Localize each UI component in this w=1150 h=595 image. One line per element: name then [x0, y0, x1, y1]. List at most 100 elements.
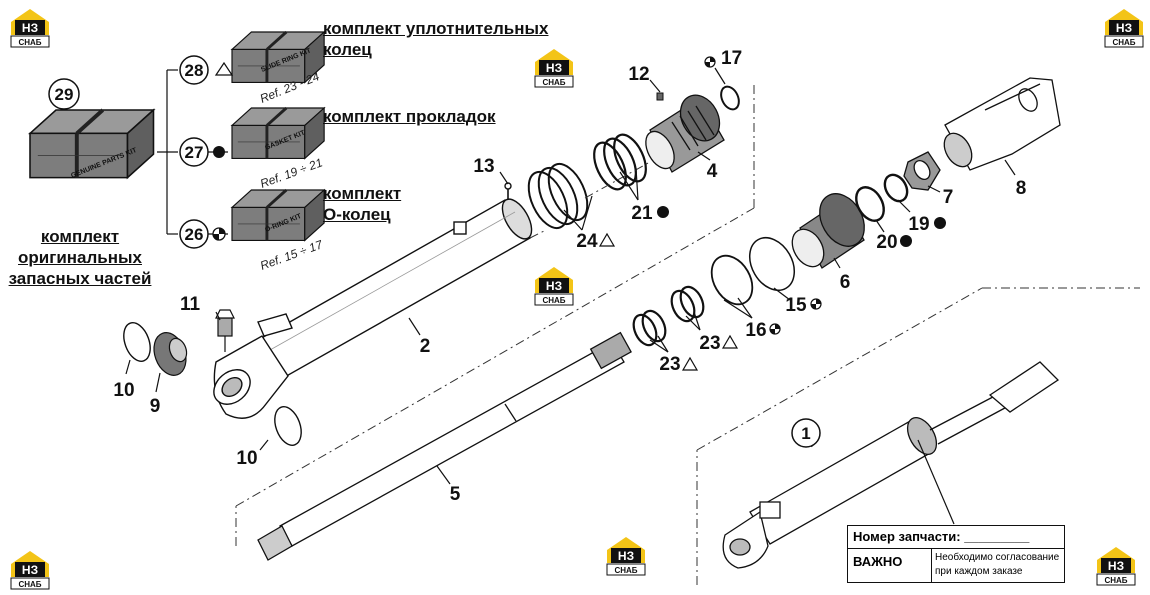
split-circle-icon: [704, 56, 716, 68]
nut-7: [903, 151, 941, 191]
bubble-27: 27: [179, 137, 209, 167]
kit-29-box: GENUINE PARTS KIT: [28, 108, 156, 180]
svg-text:НЗ: НЗ: [546, 279, 562, 293]
svg-text:СНАБ: СНАБ: [18, 580, 41, 589]
piston-rod-5: [257, 331, 632, 561]
filled-dot-icon: [657, 206, 669, 218]
label-part-9: 9: [150, 396, 161, 417]
label-part-8: 8: [1016, 178, 1027, 199]
seal-19: [883, 173, 909, 203]
kit-26-ref: Ref. 15 ÷ 17: [258, 237, 325, 273]
assembled-cylinder-frame: [696, 287, 1140, 585]
label-part-11: 11: [180, 294, 201, 315]
svg-text:СНАБ: СНАБ: [1112, 38, 1135, 47]
svg-text:26: 26: [185, 225, 204, 244]
split-circle-icon: [810, 298, 822, 310]
label-part-23a: 23: [659, 354, 680, 375]
assembled-cylinder-1: [722, 361, 1060, 569]
callout-leader: [917, 439, 955, 525]
triangle-icon: [598, 232, 616, 247]
label-part-13: 13: [473, 156, 494, 177]
label-part-2: 2: [420, 336, 431, 357]
kit-27-label: комплект прокладок: [323, 107, 496, 126]
bubble-26: 26: [179, 219, 209, 249]
piston-6: [791, 193, 865, 269]
label-part-19: 19: [908, 214, 929, 235]
svg-text:СНАБ: СНАБ: [614, 566, 637, 575]
triangle-icon: [214, 61, 234, 76]
bubble-28: 28: [179, 55, 209, 85]
label-part-5: 5: [450, 484, 461, 505]
label-part-12: 12: [628, 64, 649, 85]
kit-28-box: SLIDE RING KIT Ref. 23 - 24: [230, 30, 326, 106]
triangle-icon: [721, 334, 739, 349]
seal-20: [855, 186, 885, 222]
filled-dot-icon: [900, 235, 912, 247]
filled-dot-icon: [934, 217, 946, 229]
label-part-15: 15: [785, 295, 807, 316]
o-ring-17: [720, 85, 740, 111]
brand-logo-icon: НЗ СНАБ: [1104, 8, 1144, 48]
cylinder-barrel: [213, 182, 533, 419]
split-circle-icon: [769, 323, 781, 335]
brand-logo-icon: НЗ СНАБ: [10, 8, 50, 48]
o-ring-10-left: [123, 322, 151, 362]
brand-logo-icon: НЗ СНАБ: [534, 266, 574, 306]
svg-text:27: 27: [185, 143, 204, 162]
seal-16: [710, 254, 754, 306]
kit-29-label: комплект оригинальных запасных частей: [8, 227, 152, 288]
important-label: ВАЖНО: [848, 549, 932, 582]
rod-seals-21: [593, 133, 647, 191]
label-part-24: 24: [576, 231, 598, 252]
assembly-guide-lines: [235, 84, 755, 546]
svg-text:1: 1: [801, 424, 810, 443]
clevis-8: [943, 77, 1061, 171]
o-ring-15: [748, 237, 796, 291]
part-info-box: Номер запчасти: _________ ВАЖНО Необходи…: [847, 525, 1065, 583]
svg-text:НЗ: НЗ: [22, 21, 38, 35]
svg-text:СНАБ: СНАБ: [542, 78, 565, 87]
cylinder-head-4: [645, 94, 725, 173]
svg-text:29: 29: [55, 85, 74, 104]
bubble-29: 29: [48, 78, 80, 110]
grease-fitting: [215, 309, 235, 352]
piston-seals-24: [527, 162, 589, 230]
svg-text:НЗ: НЗ: [22, 563, 38, 577]
brand-logo-icon: НЗ СНАБ: [606, 536, 646, 576]
label-part-23b: 23: [699, 333, 720, 354]
bubble-1: 1: [791, 418, 821, 448]
label-part-21: 21: [631, 203, 653, 224]
o-ring-10-right: [274, 406, 302, 446]
triangle-icon: [681, 356, 699, 371]
important-note: Необходимо согласование при каждом заказ…: [935, 552, 1060, 577]
label-part-10b: 10: [236, 448, 257, 469]
svg-text:НЗ: НЗ: [618, 549, 634, 563]
label-part-16: 16: [745, 320, 766, 341]
kit-28-label: комплект уплотнительных колец: [323, 19, 549, 59]
label-part-4: 4: [707, 161, 718, 182]
grub-screw-12: [656, 92, 664, 101]
split-circle-icon: [212, 227, 226, 241]
wear-rings-23: [632, 285, 705, 347]
kit-27-box: GASKET KIT Ref. 19 ÷ 21: [230, 106, 326, 191]
svg-text:СНАБ: СНАБ: [18, 38, 41, 47]
svg-text:28: 28: [185, 61, 204, 80]
svg-text:НЗ: НЗ: [1116, 21, 1132, 35]
svg-text:НЗ: НЗ: [1108, 559, 1124, 573]
kit-27-ref: Ref. 19 ÷ 21: [258, 155, 324, 190]
brand-logo-icon: НЗ СНАБ: [534, 48, 574, 88]
svg-text:НЗ: НЗ: [546, 61, 562, 75]
svg-text:СНАБ: СНАБ: [542, 296, 565, 305]
filled-dot-icon: [213, 146, 225, 158]
brand-logo-icon: НЗ СНАБ: [10, 550, 50, 590]
label-part-10a: 10: [113, 380, 134, 401]
label-part-7: 7: [943, 187, 954, 208]
bushing-9: [153, 332, 188, 376]
kit-26-box: O-RING KIT Ref. 15 ÷ 17: [230, 188, 326, 273]
part-number-field[interactable]: Номер запчасти: _________: [848, 526, 1064, 549]
kit-26-label: комплект О-колец: [323, 184, 402, 224]
label-part-20: 20: [876, 232, 897, 253]
label-part-6: 6: [840, 272, 851, 293]
